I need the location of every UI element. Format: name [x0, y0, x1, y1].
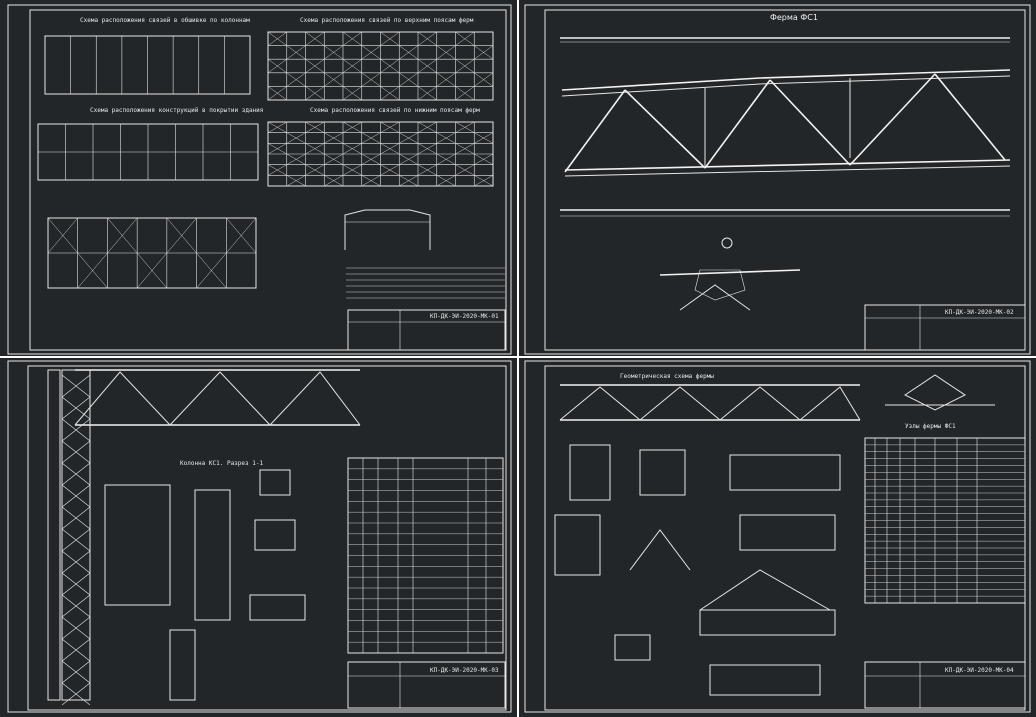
sheet-4-title-a: Геометрическая схема фермы [620, 373, 714, 380]
plan-a-grid [70, 36, 225, 94]
plan-c-grid [38, 124, 258, 180]
sheet-1-title-block: КП-ДК-ЭИ-2020-МК-01 [347, 309, 506, 351]
sheet-1-notes [346, 267, 505, 299]
sheet-2-title: Ферма ФС1 [770, 13, 818, 22]
geometry-scheme-web [559, 386, 861, 421]
sheet-3-title-block: КП-ДК-ЭИ-2020-МК-03 [347, 661, 506, 709]
column-detail-a [104, 484, 171, 606]
sheet-1-title-c: Схема расположения конструкций в покрыти… [90, 107, 263, 114]
column-detail-b [194, 489, 231, 621]
sheet-2-title-block: КП-ДК-ЭИ-2020-МК-02 [864, 304, 1026, 351]
sheet-4-stamp: КП-ДК-ЭИ-2020-МК-04 [945, 667, 1014, 674]
plan-b-grid [267, 31, 494, 101]
truss-bottom-chord [564, 159, 1011, 171]
sheet-3-content: Колонна КС1. Разрез 1-1 КП-ДК-ЭИ-2020-МК… [47, 369, 506, 709]
sheet-1-content: Схема расположения связей в обшивке по к… [37, 17, 506, 351]
sheet-4-title-block: КП-ДК-ЭИ-2020-МК-04 [864, 661, 1026, 709]
sheet-4-inner-frame [544, 365, 1026, 711]
plan-d-grid [267, 121, 494, 187]
sheet-3-spec-table [347, 457, 504, 654]
cross-section-frame [344, 209, 431, 250]
column-left-flange [47, 369, 61, 701]
sheet-4-content: Геометрическая схема фермы Узлы фермы ФС… [554, 373, 1026, 709]
sheet-1-inner-frame [29, 9, 507, 351]
sheet-3-inner-frame [27, 365, 507, 711]
sheet-1-title-d: Схема расположения связей по нижним пояс… [310, 107, 480, 114]
elevation-grid [47, 217, 257, 289]
sheet-3-frame [7, 360, 512, 713]
sheet-4-spec-table [864, 437, 1026, 604]
node-callout [721, 237, 733, 249]
column-lattice-members [61, 374, 91, 706]
sheet-4-frame [524, 360, 1031, 713]
sheet-3-stamp: КП-ДК-ЭИ-2020-МК-03 [430, 667, 499, 674]
sheet-2-content: Ферма ФС1 КП-ДК-ЭИ-2020-МК-02 [560, 13, 1026, 351]
sheet-4-title-b: Узлы фермы ФС1 [905, 423, 956, 430]
sheet-2-stamp: КП-ДК-ЭИ-2020-МК-02 [945, 309, 1014, 316]
truss-top-chord [561, 69, 1011, 91]
sheet-2-inner-frame [544, 9, 1026, 351]
sheet-3-title: Колонна КС1. Разрез 1-1 [180, 460, 263, 467]
truss-web-members [564, 73, 1006, 173]
sheet-1-stamp: КП-ДК-ЭИ-2020-МК-01 [430, 313, 499, 320]
sheet-1-title-a: Схема расположения связей в обшивке по к… [80, 17, 250, 24]
sheet-1-title-b: Схема расположения связей по верхним поя… [300, 17, 474, 24]
column-lattice [61, 369, 91, 701]
sheet-1-frame [7, 4, 512, 355]
sheet-2-frame [524, 4, 1031, 355]
